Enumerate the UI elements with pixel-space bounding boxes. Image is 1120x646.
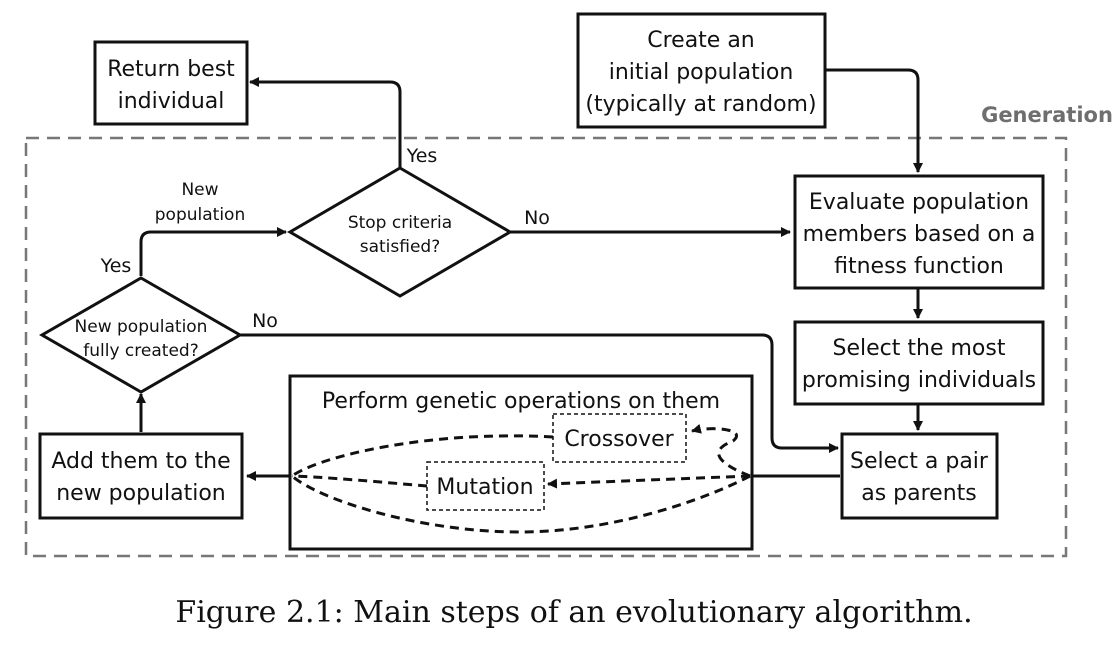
create-population-line-1: Create an: [647, 28, 755, 53]
select-promising-line-2: promising individuals: [802, 368, 1036, 393]
fully-created-line-1: New population: [75, 317, 208, 337]
fully-created-line-2: fully created?: [83, 341, 198, 361]
arrow-fully-yes-to-stop: [139, 227, 287, 276]
stop-yes-label: Yes: [406, 145, 438, 167]
dashed-flow-mutation-to-output: [291, 474, 428, 488]
stop-criteria-line-1: Stop criteria: [348, 213, 452, 233]
return-best-box: [93, 40, 249, 126]
mutation-box: [426, 461, 545, 511]
dashed-flow-crossover-to-output: [291, 434, 554, 478]
new-population-label-line-2: population: [155, 205, 245, 225]
genetic-operations-title: Perform genetic operations on them: [322, 389, 720, 414]
evaluate-population-box: [793, 174, 1045, 290]
select-promising-line-1: Select the most: [833, 336, 1006, 361]
evaluate-line-2: members based on a: [803, 222, 1036, 247]
arrow-stop-yes-to-return: [249, 77, 402, 168]
create-population-line-3: (typically at random): [585, 92, 816, 117]
select-pair-line-1: Select a pair: [850, 449, 989, 474]
new-population-label-line-1: New: [181, 180, 218, 200]
dashed-flow-pair-to-crossover: [691, 423, 751, 478]
return-best-line-1: Return best: [107, 57, 235, 82]
create-population-box: [576, 12, 827, 129]
add-to-population-line-1: Add them to the: [51, 449, 230, 474]
stop-criteria-diamond: [287, 166, 513, 298]
arrow-create-to-evaluate: [825, 68, 923, 173]
mutation-label: Mutation: [436, 475, 533, 500]
fully-no-label: No: [252, 310, 278, 332]
arrow-fully-no-to-pair: [240, 333, 839, 453]
select-pair-line-2: as parents: [861, 481, 977, 506]
select-promising-box: [793, 320, 1045, 406]
fully-yes-label: Yes: [100, 255, 132, 277]
evaluate-line-1: Evaluate population: [809, 190, 1029, 215]
crossover-box: [552, 413, 687, 463]
create-population-line-2: initial population: [609, 60, 794, 85]
figure-caption: Figure 2.1: Main steps of an evolutionar…: [175, 595, 972, 630]
fully-created-diamond: [38, 276, 244, 394]
crossover-label: Crossover: [564, 427, 674, 452]
return-best-line-2: individual: [118, 89, 225, 114]
add-to-population-box: [38, 432, 244, 520]
dashed-flow-pair-to-mutation: [547, 474, 751, 489]
add-to-population-line-2: new population: [56, 481, 226, 506]
evaluate-line-3: fitness function: [834, 254, 1004, 279]
dashed-flow-bypass-curve: [291, 474, 751, 534]
generation-label: Generation: [981, 103, 1113, 127]
stop-criteria-line-2: satisfied?: [360, 237, 441, 257]
select-pair-box: [840, 432, 999, 520]
stop-no-label: No: [524, 207, 550, 229]
generation-frame: [24, 136, 1068, 558]
